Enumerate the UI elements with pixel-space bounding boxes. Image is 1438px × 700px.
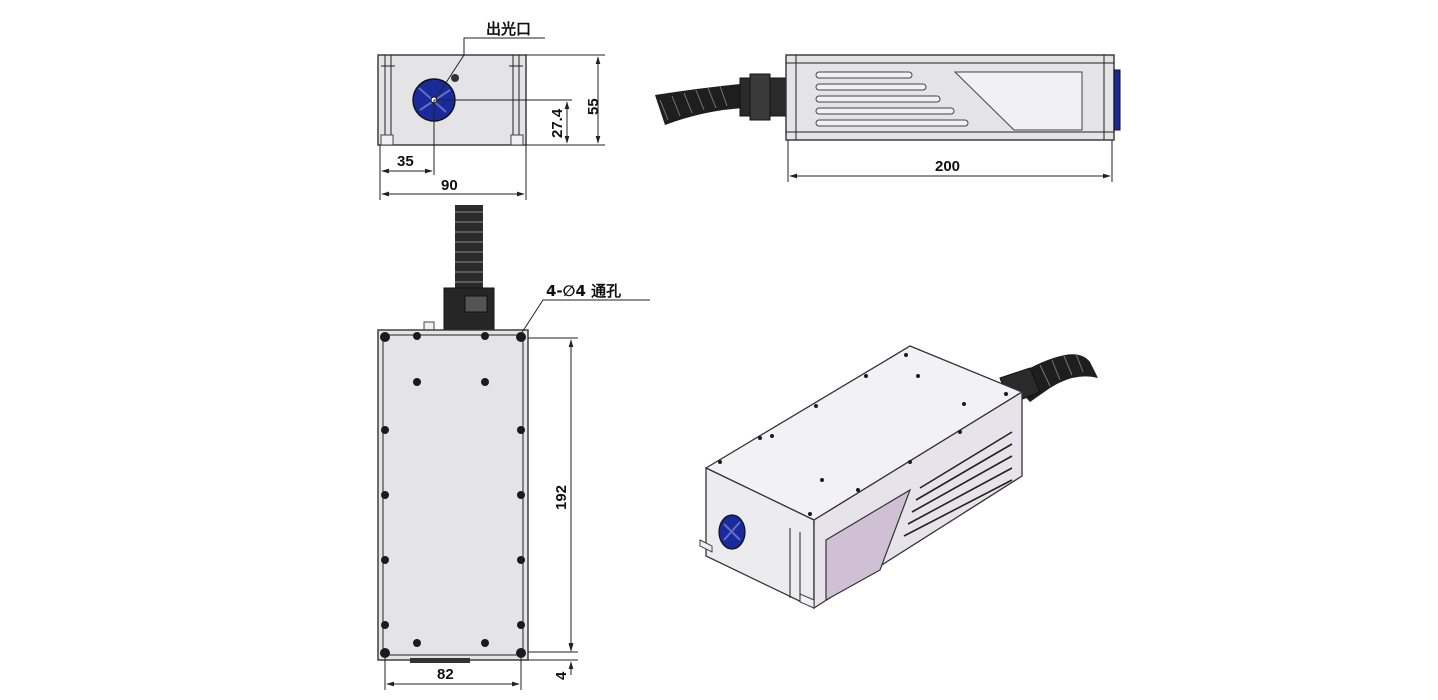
top-view — [377, 205, 650, 690]
dim-front-beam-height: 27.4 — [549, 108, 566, 138]
dim-top-width: 82 — [437, 666, 454, 683]
hole-spec-label: 4-∅4 通孔 — [546, 282, 621, 300]
top-screws — [380, 332, 526, 658]
top-body — [377, 329, 529, 661]
front-foot-left — [380, 134, 394, 146]
front-rails — [384, 55, 520, 135]
side-view — [655, 54, 1121, 182]
dim-top-length: 192 — [553, 485, 570, 510]
side-cable — [655, 84, 745, 125]
light-outlet-label: 出光口 — [486, 20, 531, 38]
side-vent-slots — [815, 71, 969, 127]
dim-front-width: 90 — [441, 177, 458, 194]
front-foot-right — [510, 134, 524, 146]
front-view — [377, 37, 605, 200]
dim-side-length: 200 — [935, 158, 960, 175]
dim-front-offset: 35 — [397, 153, 414, 170]
iso-view — [699, 345, 1098, 610]
side-panel — [953, 71, 1083, 131]
dim-top-flange: 4 — [553, 671, 570, 680]
iso-screws — [718, 353, 1008, 516]
iso-side-panel — [825, 488, 912, 602]
iso-vent-slots — [903, 431, 1013, 537]
dim-front-height: 55 — [585, 98, 602, 115]
top-cable — [455, 205, 483, 290]
